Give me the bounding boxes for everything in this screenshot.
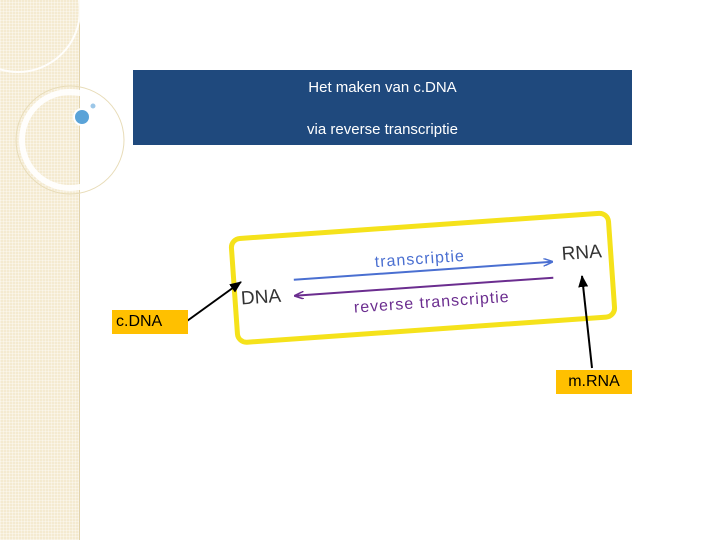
reverse-transcriptie-arrow — [295, 276, 554, 296]
transcriptie-arrow — [293, 262, 552, 281]
title-line-1: Het maken van c.DNA — [308, 79, 457, 96]
title-line-2: via reverse transcriptie — [307, 121, 458, 138]
transcriptie-label: transcriptie — [374, 248, 465, 271]
mrna-label: m.RNA — [556, 370, 632, 394]
rna-label: RNA — [561, 241, 603, 265]
dna-label: DNA — [240, 286, 282, 310]
mrna-pointer-arrow — [578, 275, 593, 369]
title-banner: Het maken van c.DNA via reverse transcri… — [133, 70, 632, 145]
cdna-label: c.DNA — [112, 310, 188, 334]
cdna-pointer-arrow — [186, 281, 242, 322]
figure-frame — [228, 210, 618, 345]
decorative-circles — [0, 0, 125, 195]
